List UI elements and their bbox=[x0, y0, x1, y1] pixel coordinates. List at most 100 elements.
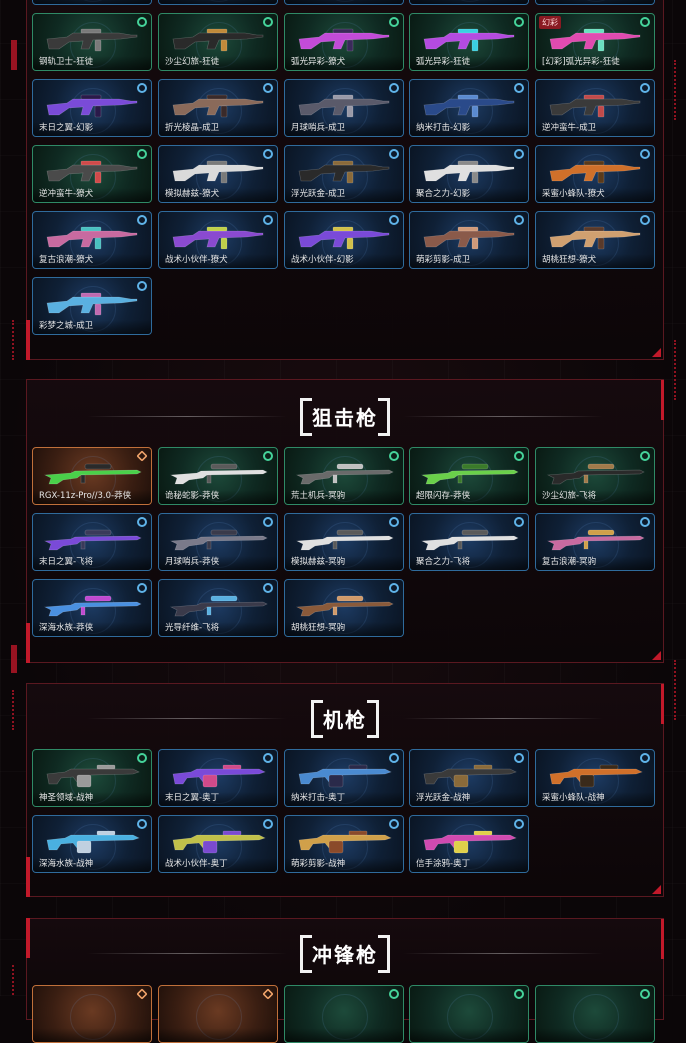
skin-card[interactable]: 深海水族-莽侠 bbox=[32, 579, 152, 637]
weapon-skin-icon bbox=[172, 830, 266, 854]
skin-card[interactable]: 深海水族-战神 bbox=[32, 815, 152, 873]
skin-card[interactable] bbox=[32, 985, 152, 1043]
skin-card[interactable]: 末日之翼-飞将 bbox=[32, 513, 152, 571]
skin-card[interactable]: RGX-11z-Pro//3.0-莽侠 bbox=[32, 447, 152, 505]
skin-card[interactable]: 战术小伙伴-奥丁 bbox=[158, 815, 278, 873]
skin-name: 浮光跃金-成卫 bbox=[291, 189, 346, 199]
left-edge-dots bbox=[12, 965, 16, 995]
card-shade bbox=[33, 622, 151, 636]
skin-card[interactable]: 诡秘蛇影-莽侠 bbox=[158, 447, 278, 505]
card-shade bbox=[159, 1028, 277, 1042]
card-shade bbox=[159, 858, 277, 872]
card-shade bbox=[159, 792, 277, 806]
weapon-skin-icon bbox=[172, 94, 264, 118]
weapon-skin-icon bbox=[546, 463, 645, 485]
section-title: 机枪 bbox=[323, 707, 367, 732]
skin-card[interactable]: 末日之翼-奥丁 bbox=[158, 749, 278, 807]
skin-card[interactable] bbox=[284, 985, 404, 1043]
skin-card[interactable]: 复古浪潮-冥驹 bbox=[535, 513, 655, 571]
skin-card[interactable]: 战术小伙伴-幻影 bbox=[284, 211, 404, 269]
skin-card[interactable]: 弧光异彩-獠犬 bbox=[284, 13, 404, 71]
card-shade bbox=[285, 254, 403, 268]
card-shade bbox=[285, 0, 403, 4]
skin-card[interactable]: 采蜜小蜂队-战神 bbox=[535, 749, 655, 807]
skin-card[interactable]: 幻彩[幻彩]弧光异彩-狂徒 bbox=[535, 13, 655, 71]
skin-card[interactable]: 超限闪存-莽侠 bbox=[409, 447, 529, 505]
skin-card[interactable]: 聚合之力-幻影 bbox=[409, 145, 529, 203]
skin-name: 逆冲蛮牛-成卫 bbox=[542, 123, 597, 133]
skin-card[interactable]: 萌彩剪影-成卫 bbox=[409, 211, 529, 269]
card-shade bbox=[159, 122, 277, 136]
skin-card[interactable]: 浮光跃金-战神 bbox=[409, 749, 529, 807]
skin-card[interactable]: 荒土机兵-冥驹 bbox=[284, 447, 404, 505]
card-shade bbox=[285, 556, 403, 570]
skin-card[interactable]: 钢轨卫士-狂徒 bbox=[32, 13, 152, 71]
skin-card[interactable]: 采蜜小蜂队-獠犬 bbox=[535, 145, 655, 203]
rarity-icon bbox=[514, 517, 524, 527]
skin-card[interactable]: 珍珠霸头-成卫 bbox=[409, 0, 529, 5]
rarity-icon bbox=[389, 83, 399, 93]
weapon-skin-icon bbox=[43, 529, 142, 551]
skin-card[interactable]: 彩梦之城-成卫 bbox=[32, 277, 152, 335]
skin-card[interactable]: 沙尘幻旅-狂徒 bbox=[158, 13, 278, 71]
skin-card[interactable]: 钢轨卫士-成卫 bbox=[535, 0, 655, 5]
skin-card[interactable]: 逆冲蛮牛-獠犬 bbox=[32, 145, 152, 203]
skin-card[interactable]: 光导纤维-飞将 bbox=[158, 579, 278, 637]
skin-card[interactable]: 模拟赫兹-獠犬 bbox=[158, 145, 278, 203]
card-shade bbox=[410, 490, 528, 504]
skin-card[interactable]: 末日之翼-幻影 bbox=[32, 79, 152, 137]
skin-name: 光导纤维-飞将 bbox=[165, 623, 220, 633]
card-shade bbox=[410, 122, 528, 136]
skin-card[interactable] bbox=[535, 985, 655, 1043]
skin-card[interactable]: 弧光异彩-狂徒 bbox=[409, 13, 529, 71]
skin-card[interactable]: 信手涂鸦-奥丁 bbox=[409, 815, 529, 873]
rarity-icon bbox=[514, 451, 524, 461]
skin-card[interactable]: 月球哨兵-成卫 bbox=[284, 79, 404, 137]
card-shade bbox=[159, 188, 277, 202]
rarity-icon bbox=[514, 989, 524, 999]
header-divider-left bbox=[87, 953, 287, 954]
card-shade bbox=[33, 556, 151, 570]
skin-card[interactable] bbox=[158, 985, 278, 1043]
rarity-icon bbox=[389, 215, 399, 225]
card-shade bbox=[159, 0, 277, 4]
card-shade bbox=[33, 122, 151, 136]
skin-card[interactable]: 纳米打击-幻影 bbox=[409, 79, 529, 137]
skin-name: 末日之翼-幻影 bbox=[39, 123, 94, 133]
card-shade bbox=[159, 56, 277, 70]
skin-name: 彩梦之城-成卫 bbox=[39, 321, 94, 331]
weapon-skin-icon bbox=[549, 226, 641, 250]
skin-card[interactable]: 胡桃狂想-冥驹 bbox=[284, 579, 404, 637]
rarity-icon bbox=[262, 988, 274, 1000]
skin-card[interactable]: 沙尘幻旅-飞将 bbox=[535, 447, 655, 505]
section-header: 狙击枪 bbox=[27, 396, 663, 436]
skin-card[interactable]: 聚合之力-飞将 bbox=[409, 513, 529, 571]
skin-card[interactable]: 模拟赫兹-冥驹 bbox=[284, 513, 404, 571]
skin-card[interactable]: 神圣领域-战神 bbox=[32, 749, 152, 807]
skin-name: 钢轨卫士-成卫 bbox=[542, 0, 650, 1]
rarity-icon bbox=[263, 517, 273, 527]
skin-card[interactable]: 超能偶像-成卫 bbox=[32, 0, 152, 5]
weapon-skin-icon bbox=[295, 529, 394, 551]
rarity-icon bbox=[389, 583, 399, 593]
skin-card[interactable]: 纳米打击-奥丁 bbox=[284, 749, 404, 807]
weapon-skin-icon bbox=[423, 28, 515, 52]
skin-card[interactable]: 月球哨兵-莽侠 bbox=[158, 513, 278, 571]
skin-card[interactable]: 胡桃狂想-獠犬 bbox=[535, 211, 655, 269]
skin-card[interactable]: 超能偶像-狂徒 bbox=[158, 0, 278, 5]
skin-name: 胡桃狂想-獠犬 bbox=[542, 255, 597, 265]
bracket-right bbox=[378, 935, 390, 973]
skin-card[interactable]: 折光棱晶-成卫 bbox=[158, 79, 278, 137]
skin-card[interactable]: 复古浪潮-獠犬 bbox=[32, 211, 152, 269]
skin-card[interactable]: 珍珠霸头-幻影 bbox=[284, 0, 404, 5]
weapon-skin-icon bbox=[298, 28, 390, 52]
rarity-icon bbox=[389, 517, 399, 527]
weapon-skin-icon bbox=[295, 595, 394, 617]
card-shade bbox=[285, 188, 403, 202]
skin-card[interactable]: 逆冲蛮牛-成卫 bbox=[535, 79, 655, 137]
skin-card[interactable]: 战术小伙伴-獠犬 bbox=[158, 211, 278, 269]
rarity-icon bbox=[514, 83, 524, 93]
skin-card[interactable] bbox=[409, 985, 529, 1043]
skin-card[interactable]: 萌彩剪影-战神 bbox=[284, 815, 404, 873]
skin-card[interactable]: 浮光跃金-成卫 bbox=[284, 145, 404, 203]
